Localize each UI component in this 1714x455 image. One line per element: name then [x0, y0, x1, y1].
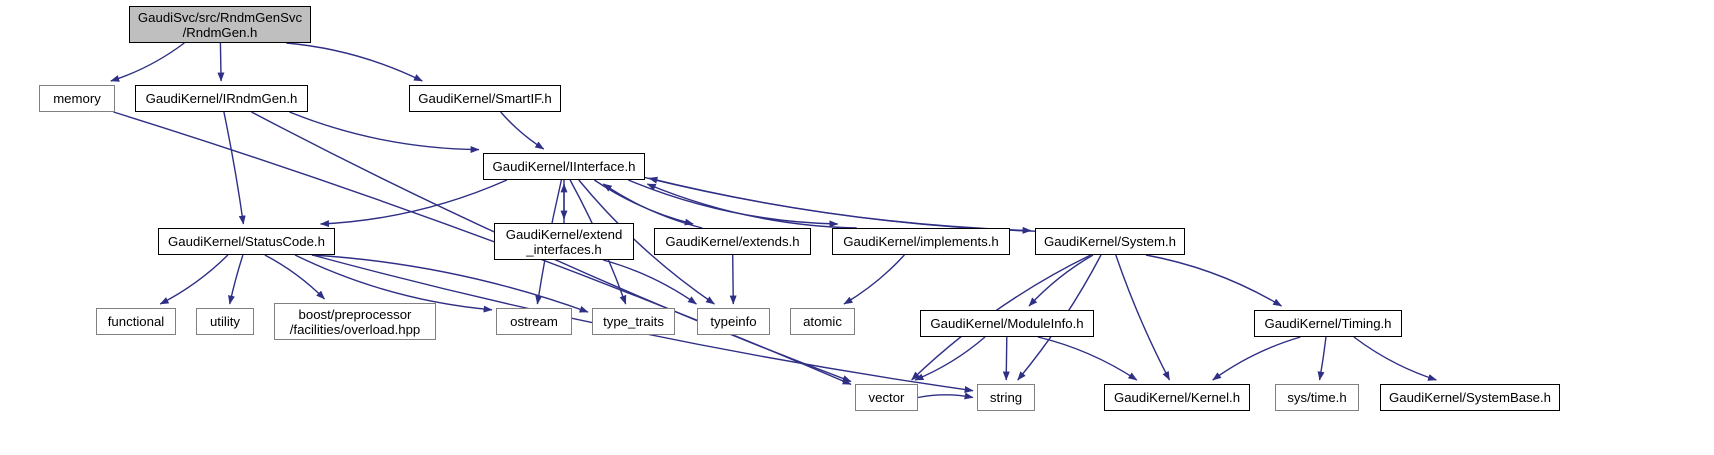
graph-node-iinterface[interactable]: GaudiKernel/IInterface.h: [483, 153, 645, 180]
graph-node-vector[interactable]: vector: [855, 384, 918, 411]
graph-edge-system-to-kernel: [1115, 254, 1171, 381]
graph-edge-moduleinfo-to-kernel: [1037, 336, 1138, 381]
graph-node-memory[interactable]: memory: [39, 85, 115, 112]
graph-edge-timing-to-systime: [1317, 336, 1327, 381]
graph-edge-irndmgen-to-statuscode: [223, 111, 246, 225]
graph-node-timing[interactable]: GaudiKernel/Timing.h: [1254, 310, 1402, 337]
graph-node-type_traits[interactable]: type_traits: [592, 308, 675, 335]
graph-edge-implements-to-atomic: [843, 254, 905, 305]
graph-node-extends[interactable]: GaudiKernel/extends.h: [654, 228, 811, 255]
graph-edge-system-to-timing: [1145, 254, 1283, 307]
graph-edge-moduleinfo-to-vector: [914, 336, 986, 381]
graph-node-utility[interactable]: utility: [196, 308, 254, 335]
graph-edge-irndmgen-to-iinterface: [289, 111, 480, 154]
graph-node-irndmgen[interactable]: GaudiKernel/IRndmGen.h: [135, 85, 308, 112]
graph-edge-statuscode-to-boostoverload: [264, 254, 325, 300]
graph-node-moduleinfo[interactable]: GaudiKernel/ModuleInfo.h: [920, 310, 1094, 337]
graph-node-statuscode[interactable]: GaudiKernel/StatusCode.h: [158, 228, 335, 255]
graph-edge-root-to-memory: [110, 42, 185, 82]
graph-edge-system-to-iinterface: [648, 176, 1036, 232]
graph-node-implements[interactable]: GaudiKernel/implements.h: [832, 228, 1010, 255]
graph-edge-root-to-smartif: [286, 42, 423, 82]
graph-edge-extendinterfaces-to-typeinfo: [603, 259, 697, 305]
graph-node-functional[interactable]: functional: [96, 308, 176, 335]
graph-edge-iinterface-to-statuscode: [320, 179, 508, 228]
graph-edge-timing-to-systembase: [1353, 336, 1437, 381]
graph-edge-vector-to-string: [917, 392, 974, 400]
graph-node-extendinterfaces[interactable]: GaudiKernel/extend _interfaces.h: [494, 223, 634, 260]
graph-edge-system-to-moduleinfo: [1028, 254, 1094, 307]
graph-edge-iinterface-to-system: [644, 176, 1032, 234]
graph-edge-statuscode-to-ostream: [294, 254, 493, 313]
graph-edge-statuscode-to-utility: [228, 254, 244, 305]
graph-node-systembase[interactable]: GaudiKernel/SystemBase.h: [1380, 384, 1560, 411]
graph-node-string[interactable]: string: [977, 384, 1035, 411]
graph-edge-extends-to-typeinfo: [729, 254, 737, 305]
graph-node-root[interactable]: GaudiSvc/src/RndmGenSvc /RndmGen.h: [129, 6, 311, 43]
graph-node-systime[interactable]: sys/time.h: [1275, 384, 1359, 411]
graph-edge-timing-to-kernel: [1212, 336, 1301, 381]
graph-node-kernel[interactable]: GaudiKernel/Kernel.h: [1104, 384, 1250, 411]
graph-edge-smartif-to-iinterface: [500, 111, 545, 150]
graph-edge-implements-to-iinterface: [646, 183, 857, 229]
graph-node-atomic[interactable]: atomic: [790, 308, 855, 335]
graph-edge-iinterface-to-implements: [628, 179, 839, 228]
graph-node-ostream[interactable]: ostream: [496, 308, 572, 335]
graph-node-smartif[interactable]: GaudiKernel/SmartIF.h: [409, 85, 561, 112]
graph-edge-root-to-irndmgen: [217, 42, 225, 82]
graph-node-system[interactable]: GaudiKernel/System.h: [1035, 228, 1185, 255]
graph-node-boostoverload[interactable]: boost/preprocessor /facilities/overload.…: [274, 303, 436, 340]
graph-edge-statuscode-to-functional: [159, 254, 229, 305]
graph-edge-extends-to-iinterface: [602, 183, 703, 229]
graph-node-typeinfo[interactable]: typeinfo: [697, 308, 770, 335]
graph-edge-iinterface-to-extends: [593, 179, 694, 226]
graph-edge-moduleinfo-to-string: [1002, 336, 1010, 381]
